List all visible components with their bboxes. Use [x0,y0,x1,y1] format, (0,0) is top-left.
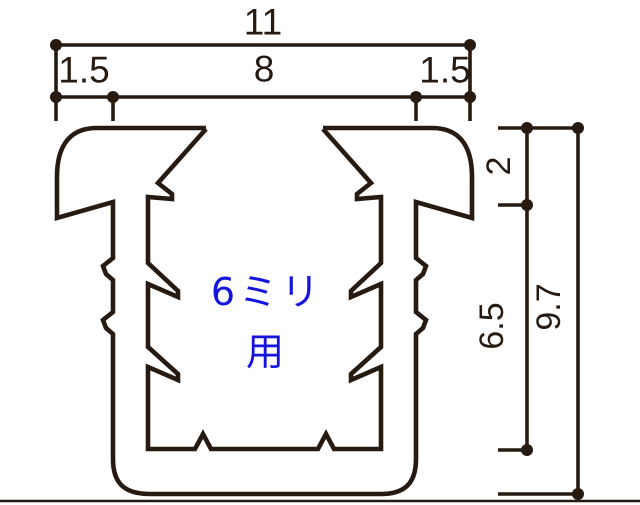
dim-label-flange-lip-height: 2 [480,156,518,176]
datum-dot [521,122,533,134]
dim-label-inner-width: 8 [253,48,275,90]
dim-label-overall-height: 9.7 [530,283,568,331]
dim-label-channel-depth: 6.5 [473,302,511,350]
datum-dot [50,91,62,103]
profile-inner-contour [145,127,384,452]
datum-dot [572,122,584,134]
datum-dot [521,444,533,456]
size-note-line2: 用 [245,330,289,374]
datum-dot [107,91,119,103]
datum-dot [464,39,476,51]
dim-label-left-flange-offset: 1.5 [58,49,110,91]
dim-label-overall-width: 11 [243,1,283,43]
size-note-line1: 6ミリ [210,270,324,314]
dim-label-right-flange-offset: 1.5 [419,49,471,91]
datum-dot [50,39,62,51]
datum-dots [50,39,584,500]
dimension-lines [54,43,582,496]
datum-dot [521,199,533,211]
profile-outer-contour [54,125,475,497]
profile-contours [54,125,475,497]
datum-dot [410,91,422,103]
datum-dot [464,91,476,103]
datum-dot [572,488,584,500]
